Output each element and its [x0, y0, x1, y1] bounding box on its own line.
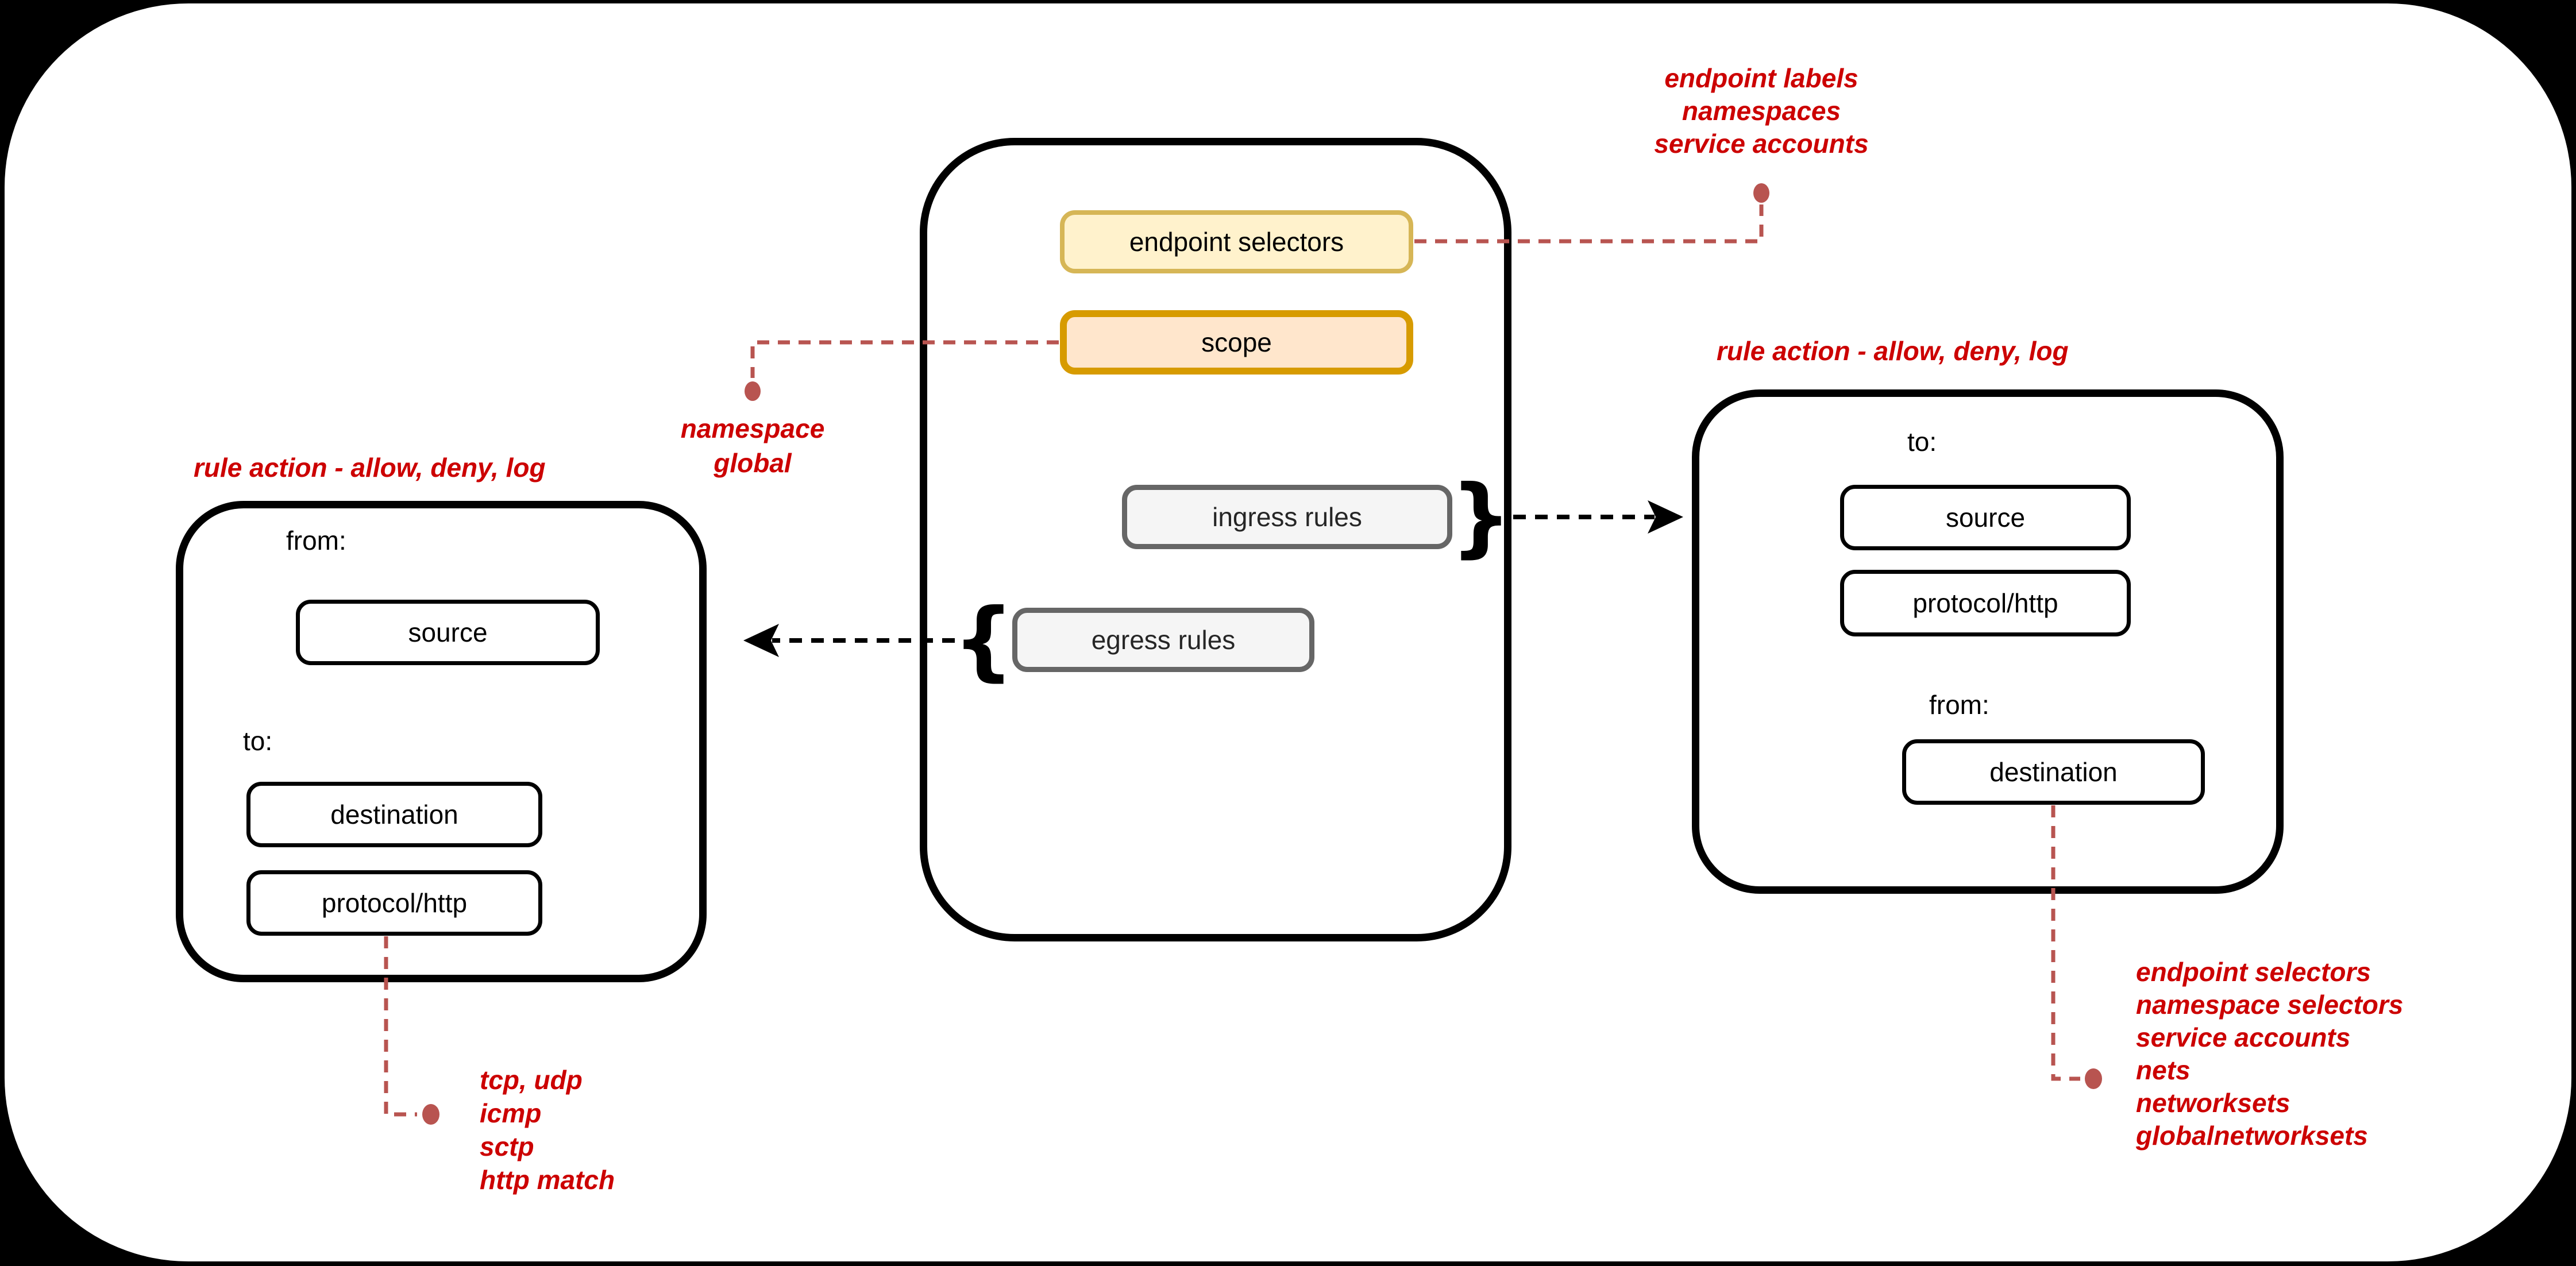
egress-rule-action-note: rule action - allow, deny, log: [194, 453, 546, 483]
destination-note-line: nets: [2136, 1055, 2191, 1085]
ingress-rules-box[interactable]: ingress rules: [1122, 485, 1452, 549]
destination-options-note: endpoint selectors namespace selectors s…: [2136, 956, 2403, 1152]
endpoint-note-line: service accounts: [1654, 129, 1869, 159]
scope-note-line: namespace: [680, 414, 825, 443]
egress-source-label: source: [408, 617, 488, 647]
ingress-brace: }: [1450, 467, 1512, 567]
ingress-destination-label: destination: [1989, 757, 2118, 787]
destination-note-line: namespace selectors: [2136, 990, 2404, 1020]
egress-from-label: from:: [286, 526, 346, 555]
scope-box[interactable]: scope: [1060, 310, 1413, 375]
destination-note-line: endpoint selectors: [2136, 957, 2371, 987]
ingress-source-box[interactable]: source: [1840, 485, 2131, 550]
protocol-note-dot: [422, 1104, 439, 1125]
endpoint-selectors-box[interactable]: endpoint selectors: [1060, 210, 1413, 273]
egress-to-label: to:: [243, 726, 273, 756]
protocol-note-line: tcp, udp: [480, 1065, 583, 1095]
egress-protocol-label: protocol/http: [321, 888, 468, 918]
egress-protocol-box[interactable]: protocol/http: [246, 870, 542, 936]
endpoint-selectors-note: endpoint labels namespaces service accou…: [1503, 62, 2020, 160]
endpoint-selectors-label: endpoint selectors: [1129, 227, 1344, 257]
ingress-from-label: from:: [1929, 690, 1989, 720]
destination-note-line: networksets: [2136, 1088, 2290, 1118]
endpoint-note-line: namespaces: [1682, 96, 1841, 126]
endpoint-note-line: endpoint labels: [1664, 63, 1858, 93]
destination-note-line: globalnetworksets: [2136, 1121, 2368, 1151]
egress-arrowhead: [743, 624, 779, 657]
destination-note-dot: [2085, 1068, 2102, 1089]
protocol-note-line: icmp: [480, 1098, 542, 1128]
egress-rules-box[interactable]: egress rules: [1012, 608, 1314, 672]
protocol-note-line: sctp: [480, 1132, 534, 1161]
ingress-to-label: to:: [1907, 427, 1937, 457]
ingress-arrowhead: [1648, 500, 1683, 534]
egress-destination-label: destination: [330, 800, 458, 829]
egress-source-box[interactable]: source: [296, 600, 600, 665]
scope-note: namespace global: [580, 411, 925, 480]
destination-note-connector: [2051, 805, 2080, 1081]
destination-note-line: service accounts: [2136, 1022, 2351, 1052]
endpoint-note-connector: [1414, 204, 1764, 244]
protocol-options-note: tcp, udp icmp sctp http match: [480, 1063, 615, 1196]
scope-note-dot: [745, 381, 761, 401]
ingress-rule-action-note: rule action - allow, deny, log: [1717, 336, 2069, 366]
ingress-rule-box: [1692, 389, 2284, 894]
egress-brace: {: [952, 590, 1015, 690]
egress-rules-label: egress rules: [1091, 625, 1236, 655]
protocol-note-connector: [384, 936, 417, 1117]
scope-note-line: global: [714, 448, 792, 478]
scope-label: scope: [1201, 327, 1272, 357]
ingress-rules-label: ingress rules: [1212, 502, 1362, 532]
ingress-protocol-box[interactable]: protocol/http: [1840, 570, 2131, 636]
egress-destination-box[interactable]: destination: [246, 782, 542, 847]
protocol-note-line: http match: [480, 1165, 615, 1195]
endpoint-note-dot: [1753, 183, 1769, 203]
scope-note-connector: [750, 340, 1059, 378]
ingress-protocol-label: protocol/http: [1912, 588, 2058, 618]
ingress-destination-box[interactable]: destination: [1902, 739, 2205, 805]
ingress-source-label: source: [1945, 503, 2026, 532]
